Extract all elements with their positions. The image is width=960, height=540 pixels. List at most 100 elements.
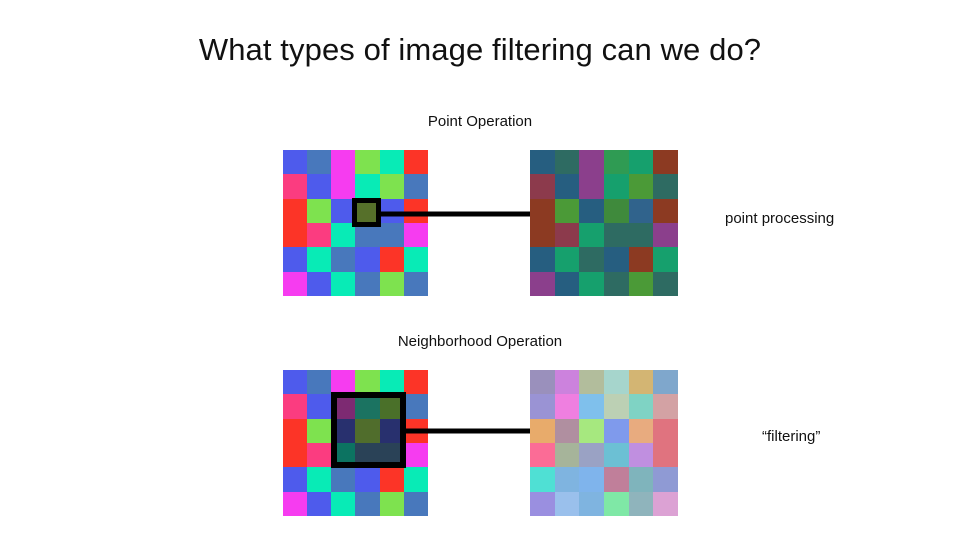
pixel-cell bbox=[653, 394, 678, 419]
pixel-cell bbox=[554, 247, 580, 272]
point-operation-label: Point Operation bbox=[427, 113, 533, 130]
pixel-cell bbox=[579, 198, 604, 223]
pixel-cell bbox=[331, 174, 356, 199]
pixel-cell bbox=[628, 418, 654, 443]
pixel-cell bbox=[579, 443, 604, 468]
pixel-cell bbox=[628, 223, 654, 248]
pixel-cell bbox=[653, 443, 678, 468]
pixel-cell bbox=[403, 370, 428, 395]
pixel-cell bbox=[554, 443, 580, 468]
pixel-cell bbox=[603, 394, 629, 419]
pixel-cell bbox=[579, 150, 604, 175]
pixel-cell bbox=[355, 491, 380, 516]
pixel-cell bbox=[331, 491, 356, 516]
pixel-cell bbox=[283, 271, 308, 296]
pixel-cell bbox=[653, 271, 678, 296]
pixel-cell bbox=[530, 370, 555, 395]
pixel-cell bbox=[653, 247, 678, 272]
pixel-cell bbox=[283, 418, 308, 443]
pixel-cell bbox=[530, 150, 555, 175]
pixel-cell bbox=[403, 271, 428, 296]
pixel-cell bbox=[530, 198, 555, 223]
pixel-cell bbox=[355, 150, 380, 175]
pixel-cell bbox=[283, 467, 308, 492]
pixel-cell bbox=[554, 174, 580, 199]
pixel-cell bbox=[554, 467, 580, 492]
pixel-cell bbox=[379, 467, 404, 492]
pixel-cell bbox=[579, 394, 604, 419]
pixel-cell bbox=[530, 271, 555, 296]
pixel-cell bbox=[554, 418, 580, 443]
pixel-cell bbox=[355, 247, 380, 272]
pixel-cell bbox=[331, 150, 356, 175]
pixel-cell bbox=[603, 418, 629, 443]
pixel-cell bbox=[331, 247, 356, 272]
pixel-cell bbox=[653, 370, 678, 395]
pixel-cell bbox=[530, 418, 555, 443]
pixel-cell bbox=[403, 150, 428, 175]
pixel-cell bbox=[379, 150, 404, 175]
pixel-cell bbox=[403, 174, 428, 199]
pixel-cell bbox=[628, 150, 654, 175]
pixel-cell bbox=[355, 467, 380, 492]
pixel-cell bbox=[579, 223, 604, 248]
pixel-cell bbox=[403, 467, 428, 492]
pixel-cell bbox=[379, 198, 404, 223]
pixel-cell bbox=[307, 418, 332, 443]
pixel-cell bbox=[603, 174, 629, 199]
pixel-cell bbox=[307, 150, 332, 175]
pixel-cell bbox=[331, 370, 356, 395]
pixel-cell bbox=[307, 174, 332, 199]
neighborhood-operation-input-image bbox=[283, 370, 428, 516]
pixel-cell bbox=[355, 394, 380, 419]
pixel-cell bbox=[283, 491, 308, 516]
pixel-cell bbox=[307, 198, 332, 223]
pixel-cell bbox=[653, 174, 678, 199]
pixel-cell bbox=[603, 370, 629, 395]
pixel-cell bbox=[628, 394, 654, 419]
pixel-cell bbox=[307, 370, 332, 395]
page-title: What types of image filtering can we do? bbox=[198, 32, 762, 67]
pixel-cell bbox=[355, 370, 380, 395]
pixel-cell bbox=[355, 174, 380, 199]
pixel-cell bbox=[579, 370, 604, 395]
pixel-cell bbox=[628, 443, 654, 468]
neighborhood-operation-label: Neighborhood Operation bbox=[397, 333, 563, 350]
pixel-cell bbox=[603, 491, 629, 516]
pixel-cell bbox=[283, 174, 308, 199]
pixel-cell bbox=[307, 467, 332, 492]
pixel-cell bbox=[628, 198, 654, 223]
pixel-cell bbox=[554, 198, 580, 223]
pixel-cell bbox=[403, 223, 428, 248]
pixel-cell bbox=[307, 247, 332, 272]
pixel-cell bbox=[579, 271, 604, 296]
pixel-cell bbox=[530, 491, 555, 516]
pixel-cell bbox=[653, 150, 678, 175]
pixel-cell bbox=[379, 491, 404, 516]
pixel-cell bbox=[283, 370, 308, 395]
pixel-cell bbox=[331, 394, 356, 419]
pixel-cell bbox=[603, 198, 629, 223]
point-operation-input-image bbox=[283, 150, 428, 296]
pixel-cell bbox=[579, 174, 604, 199]
pixel-cell bbox=[283, 247, 308, 272]
pixel-cell bbox=[653, 198, 678, 223]
filtering-caption: “filtering” bbox=[762, 428, 821, 445]
pixel-cell bbox=[554, 271, 580, 296]
pixel-cell bbox=[579, 491, 604, 516]
pixel-cell bbox=[283, 394, 308, 419]
pixel-cell bbox=[603, 247, 629, 272]
pixel-cell bbox=[628, 247, 654, 272]
pixel-cell bbox=[331, 418, 356, 443]
pixel-cell bbox=[355, 271, 380, 296]
pixel-cell bbox=[579, 467, 604, 492]
pixel-cell bbox=[307, 271, 332, 296]
pixel-cell bbox=[628, 370, 654, 395]
pixel-cell bbox=[628, 271, 654, 296]
pixel-cell bbox=[530, 467, 555, 492]
pixel-cell bbox=[653, 223, 678, 248]
pixel-cell bbox=[283, 198, 308, 223]
pixel-cell bbox=[283, 150, 308, 175]
pixel-cell bbox=[379, 271, 404, 296]
pixel-cell bbox=[554, 150, 580, 175]
